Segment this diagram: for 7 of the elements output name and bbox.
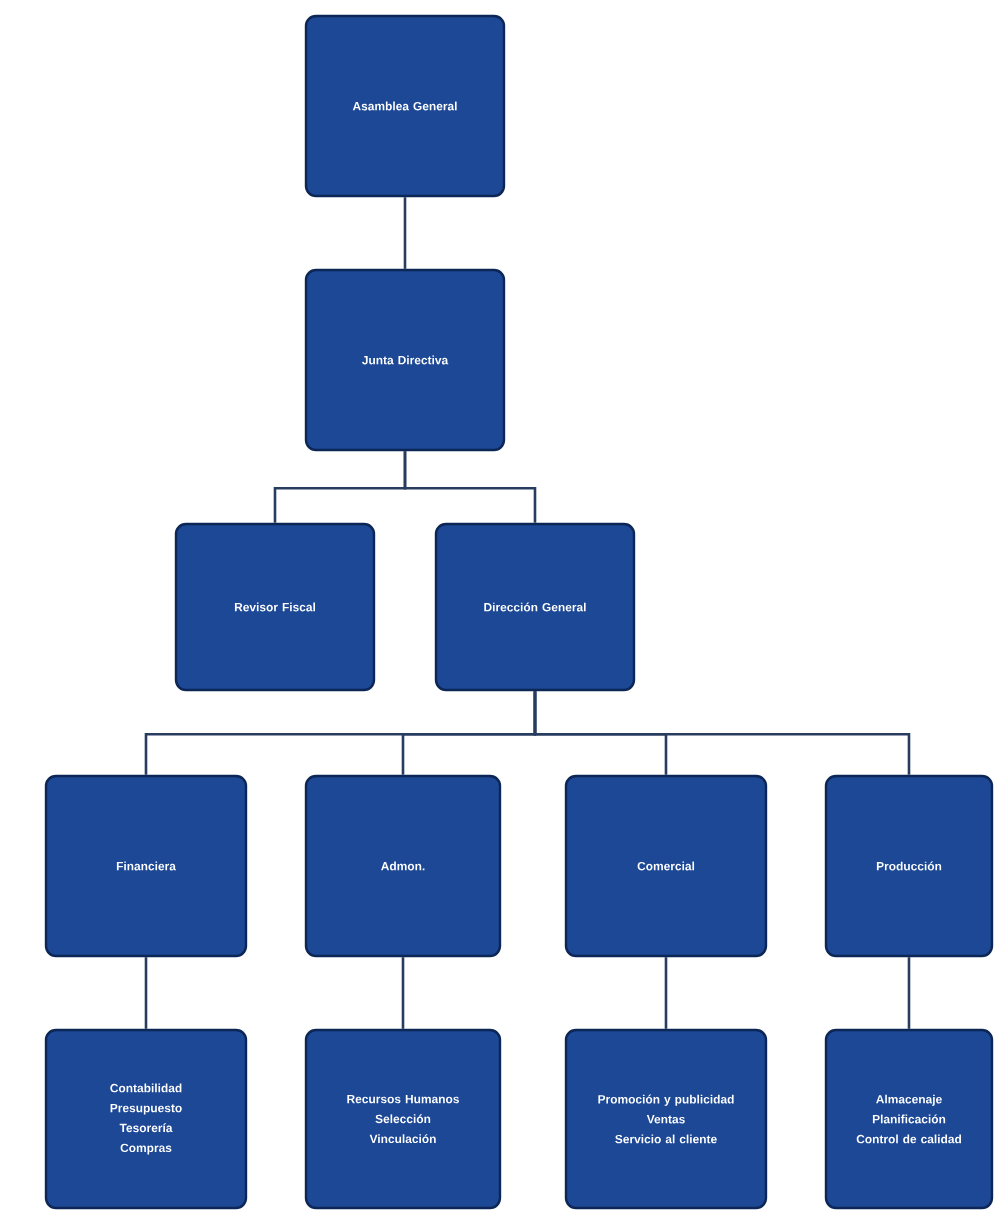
connector-line [664, 957, 668, 1029]
connector-line [403, 197, 407, 269]
connector-line [907, 957, 911, 1029]
connector-line [533, 691, 911, 775]
connector-line [403, 451, 537, 523]
connector-line [401, 957, 405, 1029]
connector-line [144, 957, 148, 1029]
